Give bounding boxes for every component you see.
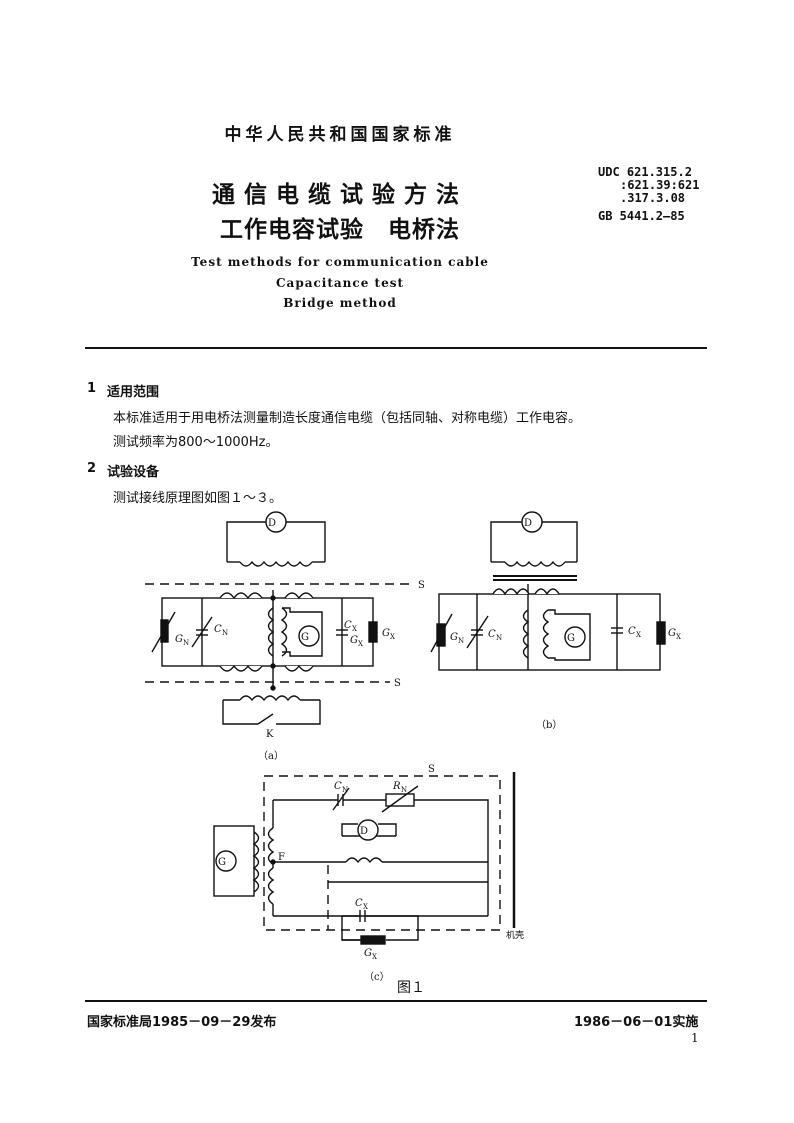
label-d-b: D	[524, 518, 532, 529]
section-1-number: 1	[87, 381, 97, 396]
udc-code-line-2: :621.39:621	[620, 178, 700, 192]
label-rn-sub: N	[401, 786, 407, 794]
label-gx: G	[350, 635, 358, 646]
gb-number: GB 5441.2—85	[598, 209, 685, 223]
udc-code-line-3: .317.3.08	[620, 191, 686, 205]
label-cn-b: C	[488, 629, 496, 640]
section-2-title: 试验设备	[107, 465, 160, 480]
label-g: G	[301, 632, 309, 643]
section-1-line-2: 测试频率为800～1000Hz。	[113, 435, 279, 450]
label-gn-b-sub: N	[458, 637, 464, 645]
label-s-bottom: S	[394, 678, 401, 689]
section-1-line-1: 本标准适用于用电桥法测量制造长度通信电缆（包括同轴、对称电缆）工作电容。	[113, 411, 582, 426]
label-gx-right-sub: X	[390, 633, 395, 641]
label-cx-b: C	[628, 626, 636, 637]
issue-date: 国家标准局1985－09－29发布	[87, 1015, 277, 1030]
label-chassis: 机壳	[506, 929, 524, 941]
label-rn: R	[392, 781, 401, 792]
label-gx-c: G	[364, 948, 372, 959]
circuit-a	[145, 511, 415, 725]
label-cn-b-sub: N	[496, 634, 502, 642]
label-gx-right: G	[382, 628, 390, 639]
galvanometer-g-icon	[298, 625, 320, 647]
section-2-number: 2	[87, 461, 97, 476]
label-g-c: G	[218, 857, 226, 868]
label-cn-c-sub: N	[342, 786, 348, 794]
label-gx-sub: X	[358, 640, 363, 648]
detector-d-icon	[357, 819, 379, 841]
header-rule	[85, 347, 707, 349]
figure-sub-a: （a）	[258, 751, 284, 762]
label-cx: C	[344, 620, 352, 631]
label-g-b: G	[567, 633, 575, 644]
label-s-c: S	[428, 764, 435, 775]
english-title-line-3: Bridge method	[283, 296, 397, 310]
section-2-line-1: 测试接线原理图如图１～３。	[113, 491, 283, 506]
label-cn-c: C	[334, 781, 342, 792]
label-cx-c: C	[355, 898, 363, 909]
figure-sub-c: （c）	[364, 972, 390, 983]
document-subtitle: 工作电容试验 电桥法	[220, 217, 460, 243]
label-cn-sub: N	[222, 629, 228, 637]
label-s-top: S	[418, 580, 425, 591]
effective-date: 1986－06－01实施	[574, 1015, 699, 1030]
label-cx-c-sub: X	[363, 903, 368, 911]
galvanometer-g-icon	[215, 850, 237, 872]
label-gx-c-sub: X	[372, 953, 377, 961]
circuit-c	[213, 772, 516, 945]
label-gn-b: G	[450, 632, 458, 643]
udc-code-line-1: UDC 621.315.2	[598, 165, 692, 179]
label-cx-b-sub: X	[636, 631, 641, 639]
label-cx-sub: X	[352, 625, 357, 633]
label-k: K	[266, 729, 274, 740]
page-number: 1	[691, 1031, 699, 1045]
document-title: 通信电缆试验方法	[212, 182, 468, 208]
label-f: F	[278, 852, 285, 863]
label-gx-b-sub: X	[676, 633, 681, 641]
figure-sub-b: （b）	[536, 720, 563, 731]
detector-d-icon	[265, 511, 287, 533]
label-d: D	[268, 518, 276, 529]
label-gn: G	[175, 634, 183, 645]
label-cn: C	[214, 624, 222, 635]
circuit-b	[430, 511, 666, 671]
detector-d-icon	[521, 511, 543, 533]
english-title-line-2: Capacitance test	[276, 276, 404, 290]
label-gx-b: G	[668, 628, 676, 639]
standard-header: 中华人民共和国国家标准	[224, 125, 456, 145]
label-d-c: D	[360, 826, 368, 837]
label-gn-sub: N	[183, 639, 189, 647]
galvanometer-g-icon	[564, 626, 586, 648]
section-1-title: 适用范围	[107, 385, 160, 400]
english-title-line-1: Test methods for communication cable	[191, 255, 489, 269]
footer-rule	[85, 1000, 707, 1002]
figure-caption: 图１	[397, 980, 425, 996]
